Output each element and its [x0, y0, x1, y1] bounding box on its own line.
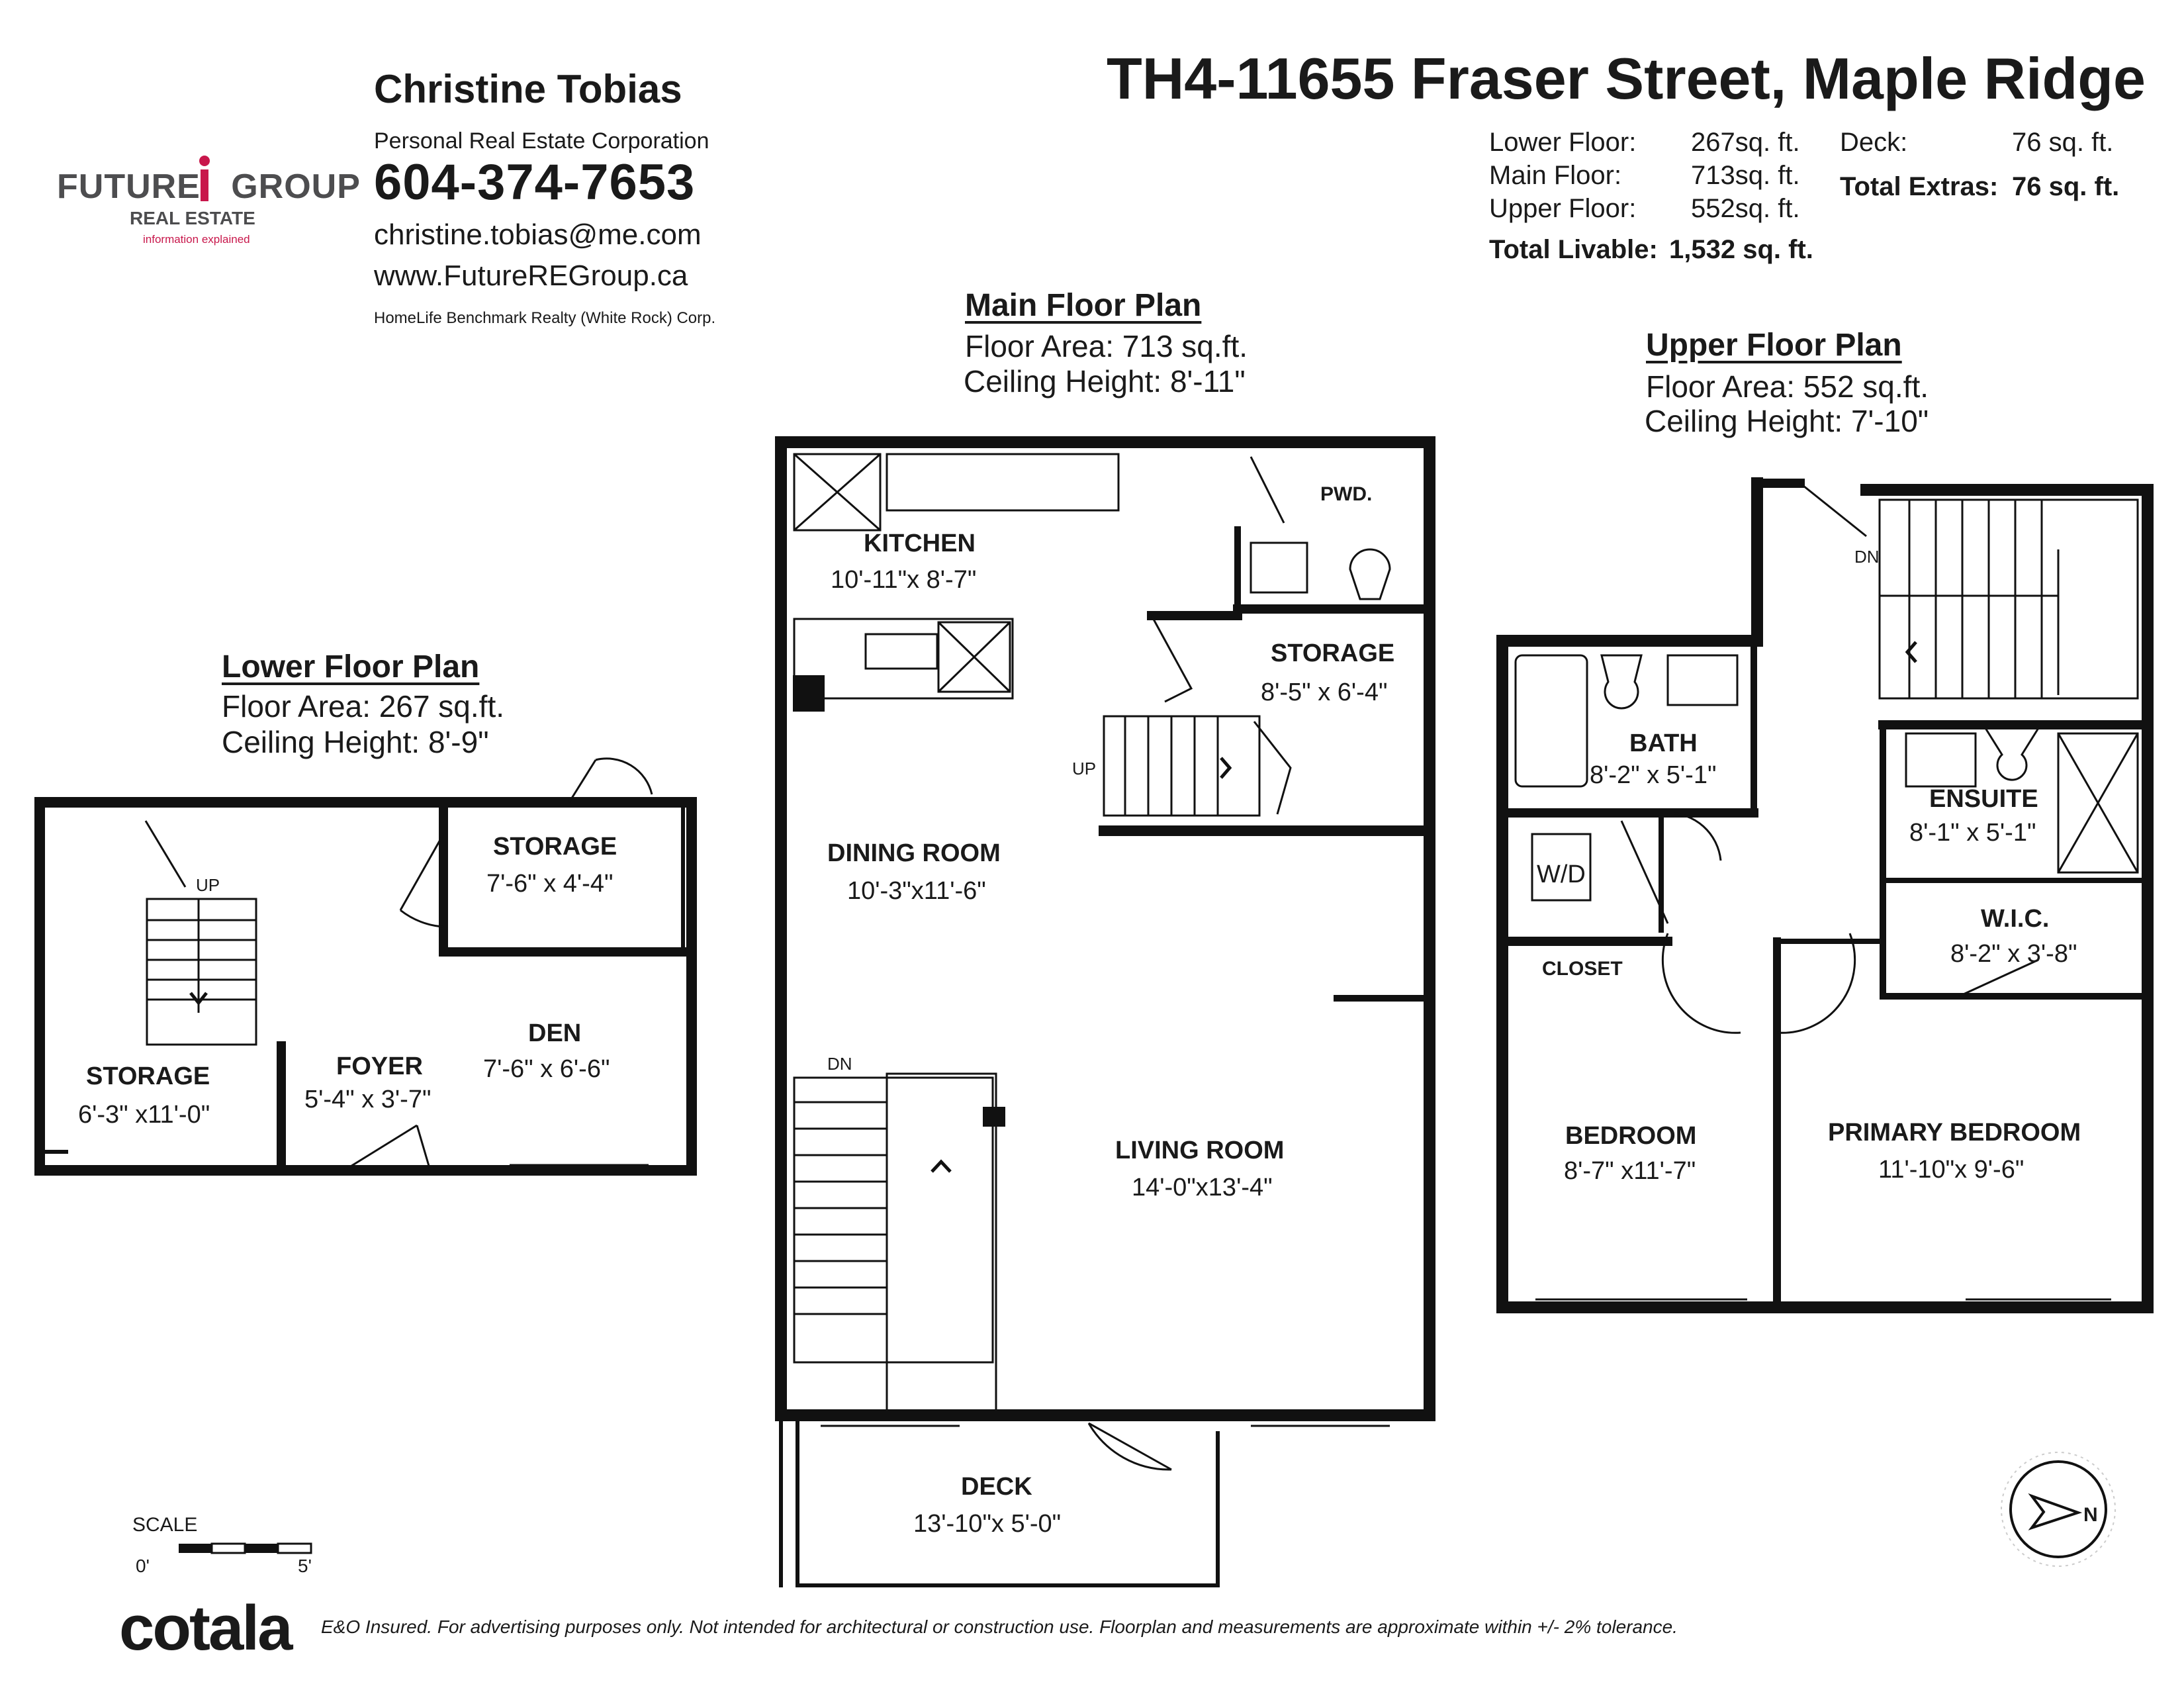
- lower-doors: [144, 757, 653, 1172]
- wic-label: W.I.C.: [1981, 905, 2050, 933]
- lower-storage2-label: STORAGE: [86, 1062, 210, 1090]
- lower-floor-label: Lower Floor:: [1489, 128, 1637, 157]
- lower-windows: [510, 1164, 649, 1174]
- lower-plan-ceiling: Ceiling Height: 8'-9": [222, 725, 489, 759]
- logo-wordmark: FUTURE GROUP: [57, 167, 361, 206]
- main-storage-dim: 8'-5" x 6'-4": [1261, 679, 1388, 706]
- agent-brokerage: HomeLife Benchmark Realty (White Rock) C…: [374, 309, 716, 327]
- dining-room-dim: 10'-3"x11'-6": [847, 877, 986, 905]
- kitchen-label: KITCHEN: [864, 530, 976, 557]
- lower-stair-up-label: UP: [196, 875, 220, 895]
- total-livable-value: 1,532 sq. ft.: [1669, 235, 1813, 264]
- main-stairs: [793, 715, 1261, 1419]
- compass-north-label: N: [2083, 1504, 2098, 1526]
- scale-zero: 0': [136, 1556, 150, 1576]
- main-windows: [821, 1417, 1390, 1427]
- future-group-logo: FUTURE GROUP REAL ESTATE information exp…: [57, 154, 360, 246]
- bedroom-label: BEDROOM: [1565, 1122, 1697, 1150]
- main-stair-down-label: DN: [827, 1054, 852, 1074]
- compass-icon: [2001, 1452, 2116, 1567]
- dining-room-label: DINING ROOM: [827, 839, 1001, 867]
- lower-floor-walls: [34, 797, 697, 1176]
- total-extras-value: 76 sq. ft.: [2012, 172, 2120, 201]
- main-stair-up-label: UP: [1072, 759, 1097, 778]
- main-plan-title: Main Floor Plan: [965, 288, 1202, 323]
- upper-floor-value: 552sq. ft.: [1691, 194, 1800, 223]
- main-floor-walls: [775, 436, 1435, 1587]
- upper-floor-label: Upper Floor:: [1489, 194, 1637, 223]
- closet-label: CLOSET: [1542, 958, 1623, 980]
- upper-windows: [1535, 1298, 2111, 1309]
- lower-storage-dim: 7'-6" x 4'-4": [486, 870, 614, 898]
- agent-corporation: Personal Real Estate Corporation: [374, 128, 709, 154]
- living-room-dim: 14'-0"x13'-4": [1132, 1174, 1273, 1201]
- cotala-logo: cotala: [119, 1593, 293, 1664]
- deck-label-room: DECK: [961, 1473, 1032, 1501]
- scale-label: SCALE: [132, 1514, 198, 1536]
- washer-dryer-label: W/D: [1537, 861, 1586, 888]
- deck-value: 76 sq. ft.: [2012, 128, 2114, 157]
- upper-stair-down-label: DN: [1854, 547, 1880, 567]
- lower-plan-area: Floor Area: 267 sq.ft.: [222, 689, 505, 724]
- upper-plan-area: Floor Area: 552 sq.ft.: [1646, 369, 1929, 404]
- upper-doors: [1620, 482, 2039, 1034]
- upper-plan-ceiling: Ceiling Height: 7'-10": [1645, 404, 1929, 438]
- ensuite-label: ENSUITE: [1929, 785, 2038, 813]
- bath-dim: 8'-2" x 5'-1": [1590, 761, 1717, 789]
- main-plan-area: Floor Area: 713 sq.ft.: [965, 329, 1248, 363]
- lower-floor-value: 267sq. ft.: [1691, 128, 1800, 157]
- main-storage-label: STORAGE: [1271, 639, 1395, 667]
- main-floor-label: Main Floor:: [1489, 161, 1622, 190]
- pwd-label: PWD.: [1320, 483, 1373, 505]
- logo-subtitle: REAL ESTATE: [130, 208, 255, 228]
- main-plan-ceiling: Ceiling Height: 8'-11": [964, 364, 1246, 399]
- agent-phone[interactable]: 604-374-7653: [374, 154, 696, 211]
- disclaimer: E&O Insured. For advertising purposes on…: [321, 1617, 1678, 1637]
- primary-bedroom-dim: 11'-10"x 9'-6": [1878, 1156, 2025, 1184]
- upper-plan-title: Upper Floor Plan: [1646, 328, 1902, 363]
- lower-storage2-dim: 6'-3" x11'-0": [78, 1101, 210, 1129]
- agent-website[interactable]: www.FutureREGroup.ca: [374, 259, 688, 292]
- foyer-dim: 5'-4" x 3'-7": [304, 1086, 432, 1113]
- upper-fixtures: [1514, 654, 2139, 902]
- upper-stairs: [1878, 498, 2139, 700]
- den-label: DEN: [528, 1019, 582, 1047]
- bath-label: BATH: [1629, 729, 1698, 757]
- main-floor-value: 713sq. ft.: [1691, 161, 1800, 190]
- property-address: TH4-11655 Fraser Street, Maple Ridge: [1107, 46, 2146, 111]
- main-doors: [1087, 456, 1292, 1471]
- total-livable-label: Total Livable:: [1489, 235, 1658, 264]
- main-kitchen-fixtures: [793, 453, 1391, 700]
- scale-five: 5': [298, 1556, 312, 1576]
- agent-email[interactable]: christine.tobias@me.com: [374, 218, 702, 251]
- deck-label: Deck:: [1840, 128, 1908, 157]
- lower-storage-label: STORAGE: [493, 833, 617, 861]
- kitchen-dim: 10'-11"x 8'-7": [831, 566, 977, 594]
- lower-stair: [146, 898, 257, 1046]
- logo-tagline: information explained: [143, 233, 250, 246]
- foyer-label: FOYER: [336, 1053, 423, 1080]
- logo-i-icon: [199, 156, 210, 201]
- agent-name: Christine Tobias: [374, 67, 682, 111]
- wic-dim: 8'-2" x 3'-8": [1950, 940, 2077, 968]
- primary-bedroom-label: PRIMARY BEDROOM: [1828, 1119, 2081, 1147]
- upper-floor-walls: [1496, 477, 2154, 1313]
- scale-bar-icon: [179, 1542, 312, 1554]
- bedroom-dim: 8'-7" x11'-7": [1564, 1157, 1696, 1185]
- lower-plan-title: Lower Floor Plan: [222, 649, 480, 684]
- deck-dim: 13'-10"x 5'-0": [913, 1510, 1062, 1538]
- ensuite-dim: 8'-1" x 5'-1": [1909, 819, 2036, 847]
- living-room-label: LIVING ROOM: [1115, 1137, 1285, 1164]
- total-extras-label: Total Extras:: [1840, 172, 1999, 201]
- den-dim: 7'-6" x 6'-6": [483, 1055, 610, 1083]
